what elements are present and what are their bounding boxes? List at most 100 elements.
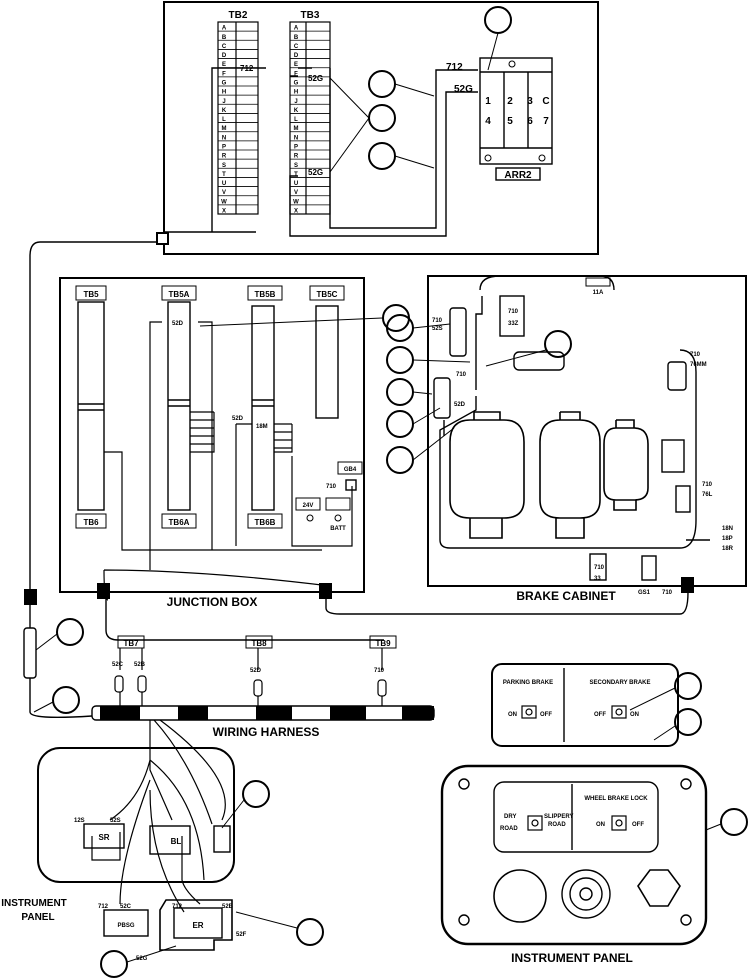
hex-knob (637, 869, 681, 907)
arr2-terminal-bottom-0: 4 (485, 116, 491, 127)
junction-box-frame (59, 277, 365, 593)
v24-label: 24V (303, 503, 314, 509)
tb3-terminal-c: C (294, 44, 299, 50)
tb2-terminal-h: H (222, 90, 226, 96)
label-710-c: 710 (456, 372, 467, 378)
label-33: 33 (594, 576, 601, 582)
wire-52g-top (289, 75, 478, 237)
tb3-wire-52g-upper: 52G (308, 74, 323, 83)
label-710-f: 710 (594, 565, 605, 571)
label-gs1: GS1 (638, 590, 651, 596)
accumulator-3 (603, 419, 649, 511)
tb5a-strip (167, 301, 191, 511)
tb6a-label-box (161, 513, 197, 529)
bc-bottom-wire (325, 591, 689, 615)
tb2-label: TB2 (229, 10, 248, 21)
secondary-off: OFF (594, 712, 606, 718)
bc-loop-wire (439, 275, 710, 549)
parking-brake-title: PARKING BRAKE (503, 680, 553, 686)
connector-left-cable (24, 589, 37, 605)
harness-feed (119, 692, 383, 706)
left-sleeve (23, 627, 37, 679)
instrument-panel-right-labels: DRY ROAD SLIPPERY ROAD WHEEL BRAKE LOCK … (500, 796, 648, 965)
tb3-terminal-l: L (294, 117, 298, 123)
ip-right-inner (493, 781, 659, 853)
callout-circle (368, 70, 396, 98)
label-11a: 11A (593, 290, 604, 296)
ip-left-title-2: PANEL (21, 912, 54, 923)
harness-lugs (114, 675, 387, 697)
er-label: ER (192, 921, 203, 930)
callout-circle (674, 672, 702, 700)
arr2-terminal-bottom-3: 7 (543, 116, 549, 127)
arr2-relay (479, 57, 553, 181)
gauge-round (493, 869, 547, 923)
tb2-terminal-n: N (222, 135, 226, 141)
tb9-label: TB9 (375, 639, 391, 648)
callout-circle (386, 346, 414, 374)
toggle-switch-road[interactable] (527, 815, 543, 831)
tb2-terminal-e: E (222, 62, 226, 68)
tb2-terminal-m: M (222, 126, 227, 132)
toggle-switch-secondary[interactable] (611, 705, 627, 719)
callout-circle (386, 446, 414, 474)
brake-switch-panel-frame (491, 663, 679, 747)
v24-box (295, 497, 321, 511)
lock-off: OFF (632, 822, 644, 828)
fitting-11a (585, 277, 611, 287)
gs1-box (641, 555, 657, 581)
tb3-terminal-p: P (294, 145, 298, 151)
harness-title: WIRING HARNESS (213, 725, 320, 739)
secondary-brake-title: SECONDARY BRAKE (589, 680, 650, 686)
tb2-terminal-g: G (222, 81, 227, 87)
tb5-label-box (75, 285, 107, 301)
instrument-panel-left-frame (37, 747, 235, 883)
wire-52d: 52D (232, 416, 244, 422)
tb5c-strip (315, 305, 339, 419)
harness-labels: TB7 TB8 TB9 52C 52B 52D 710 WIRING HARNE… (112, 639, 391, 739)
tb3-wire-52g-lower: 52G (308, 168, 323, 177)
tb5a-label-box (161, 285, 197, 301)
harness-segments (100, 706, 434, 720)
tb5c-label-box (309, 285, 345, 301)
arr2-wire-712: 712 (446, 62, 463, 73)
connector-jb-left (97, 583, 110, 599)
cylinder-part (513, 351, 565, 371)
tb2-terminal-t: T (222, 172, 226, 178)
ip-52s: 52S (110, 818, 121, 824)
ip-52c: 52C (120, 904, 132, 910)
tb3-terminal-x: X (294, 209, 298, 215)
tb2-strip (217, 21, 259, 215)
gb4-terminal (345, 479, 357, 491)
ip-712-b: 712 (172, 904, 183, 910)
relay-33z (499, 295, 525, 337)
tb2-terminal-b: B (222, 35, 227, 41)
tb5b-strip (251, 305, 275, 511)
tb3-terminal-m: M (294, 126, 299, 132)
wire-712-top (211, 67, 478, 232)
label-52s: 52S (432, 326, 443, 332)
er-box (173, 907, 223, 939)
switch-76l (675, 485, 691, 513)
wire-18m: 18M (256, 424, 268, 430)
sr-label: SR (98, 833, 109, 842)
tb2-terminal-p: P (222, 145, 226, 151)
pressure-switch-33 (589, 553, 607, 581)
batt-label: BATT (330, 526, 346, 532)
lock-on: ON (596, 822, 605, 828)
harness-710: 710 (374, 668, 385, 674)
left-cable (29, 604, 93, 719)
top-panel-frame (163, 1, 599, 255)
toggle-switch-lock[interactable] (611, 815, 627, 831)
toggle-switch-parking[interactable] (521, 705, 537, 719)
callout-circle (56, 618, 84, 646)
tb3-terminal-w: W (293, 199, 299, 205)
gear-knob (561, 869, 611, 919)
tb2-terminal-a: A (222, 26, 227, 32)
tb2-terminal-v: V (222, 190, 226, 196)
slippery-road-1: SLIPPERY (544, 814, 573, 820)
callout-circle (386, 410, 414, 438)
label-710-b: 710 (508, 309, 519, 315)
tb6-label: TB6 (83, 518, 99, 527)
